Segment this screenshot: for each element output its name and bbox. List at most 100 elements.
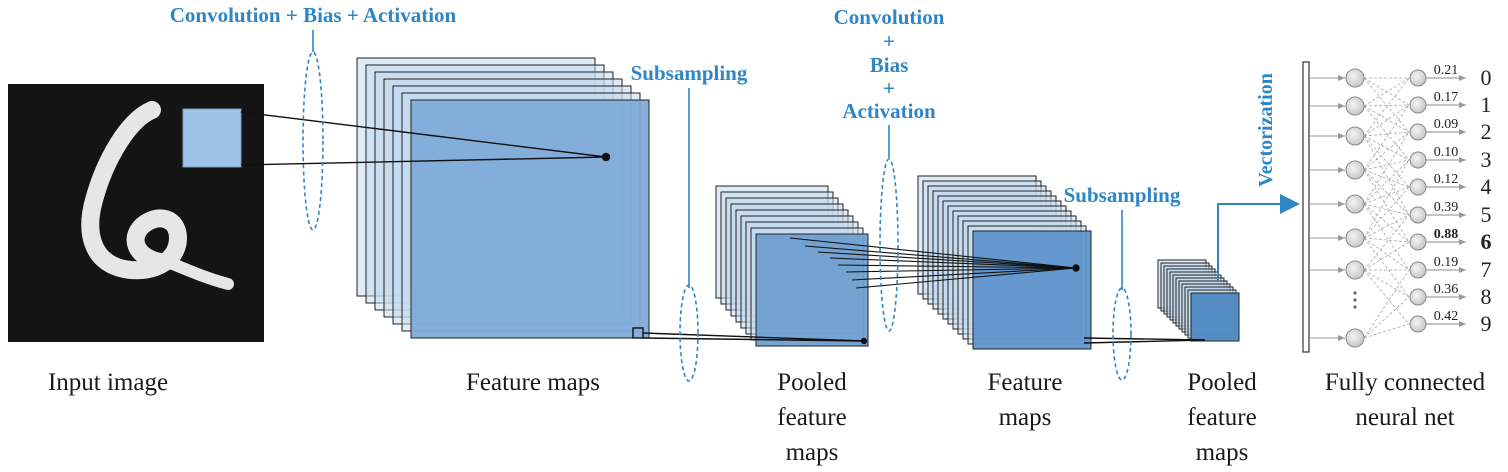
caption-feature-maps-2-line2: maps (999, 404, 1052, 431)
pooled-map-2-layer (1190, 292, 1240, 342)
output-digit-label: 4 (1481, 174, 1492, 199)
fc-output-node (1409, 123, 1427, 141)
caption-pooled-1-line3: maps (786, 439, 839, 466)
output-probability: 0.10 (1434, 145, 1459, 160)
fc-connection (1363, 131, 1410, 171)
caption-fc-line2: neural net (1355, 404, 1454, 431)
fc-connection (1363, 159, 1410, 239)
divider-2-ellipse (679, 284, 699, 382)
fc-connection (1363, 131, 1410, 205)
output-probability: 0.39 (1434, 200, 1459, 215)
caption-fc-line1: Fully connected (1325, 369, 1486, 396)
fc-connection (1363, 159, 1410, 205)
conv2-fan-line (851, 267, 1077, 281)
fc-connection (1363, 169, 1410, 243)
pool1-target-dot (860, 337, 868, 345)
pooled-map-1-layer (755, 233, 869, 347)
fc-output-node (1409, 151, 1427, 169)
fc-output-node (1409, 288, 1427, 306)
fc-connection (1363, 296, 1410, 339)
input-vector-bar (1302, 61, 1310, 353)
conv2-fan-line (855, 267, 1077, 289)
output-digit-label: 8 (1481, 284, 1492, 309)
label-convolution-2: Convolution (834, 5, 945, 29)
output-digit-label: 7 (1481, 257, 1492, 282)
pooled-maps-stack-1 (715, 185, 869, 347)
label-plus-2a: + (883, 29, 895, 53)
conv2-fan-line (789, 237, 1077, 269)
divider-1-ellipse (302, 51, 324, 231)
fc-output-node (1409, 178, 1427, 196)
fc-output-node (1409, 261, 1427, 279)
caption-pooled-2-line3: maps (1196, 439, 1249, 466)
pool2-line-top (1083, 337, 1206, 341)
fc-hidden-node (1345, 126, 1365, 146)
fc-hidden-node (1345, 228, 1365, 248)
fc-connection (1363, 241, 1410, 271)
fc-ellipsis-dot (1353, 305, 1357, 309)
caption-feature-maps-1: Feature maps (466, 369, 600, 396)
caption-pooled-2-line2: feature (1187, 404, 1256, 431)
feature-map-2-layer (972, 230, 1092, 350)
fc-connection (1363, 104, 1410, 107)
label-bias-2: Bias (870, 53, 909, 77)
fc-hidden-node (1345, 260, 1365, 280)
label-activation-2: Activation (842, 99, 936, 123)
label-subsampling-1: Subsampling (631, 61, 748, 85)
fc-connection (1363, 169, 1410, 216)
output-probability: 0.12 (1434, 172, 1459, 187)
feature-maps-stack-1 (356, 57, 650, 339)
output-digit-label: 0 (1481, 65, 1492, 90)
fc-connection (1363, 77, 1410, 107)
fc-connection (1363, 104, 1410, 171)
output-probability: 0.19 (1434, 255, 1459, 270)
fc-connection (1363, 77, 1410, 137)
fc-connection (1363, 269, 1410, 325)
divider-4-ellipse (1112, 287, 1132, 381)
fc-connection (1363, 237, 1410, 298)
fc-connection (1363, 105, 1410, 161)
fc-connection (1363, 77, 1410, 133)
fc-connection (1363, 269, 1410, 298)
conv1-target-dot (601, 152, 611, 162)
fc-connection (1363, 135, 1410, 216)
conv2-fan-line (817, 251, 1077, 269)
fc-hidden-node (1345, 160, 1365, 180)
fc-output-node (1409, 69, 1427, 87)
conv1-line-bottom (240, 156, 607, 166)
feature-map-1-layer (410, 99, 650, 339)
input-image (8, 84, 264, 342)
fc-ellipsis-dot (1353, 291, 1357, 295)
fc-connection (1363, 269, 1410, 339)
fc-connection (1363, 135, 1410, 188)
receptive-field-patch (182, 108, 242, 168)
caption-pooled-1-line1: Pooled (777, 369, 847, 396)
fc-connection (1363, 186, 1410, 239)
conv2-fan-line (845, 267, 1077, 273)
output-digit-label: 5 (1481, 202, 1492, 227)
fc-hidden-node (1345, 68, 1365, 88)
fc-connection (1363, 131, 1410, 137)
output-digit-label: 9 (1481, 311, 1492, 336)
fc-connection (1363, 104, 1410, 137)
fc-output-node (1409, 206, 1427, 224)
fc-connection (1363, 105, 1410, 133)
conv2-connection-fan (789, 237, 1077, 289)
conv2-fan-line (829, 257, 1077, 269)
vectorization-arrow (1217, 194, 1300, 280)
fc-connection (1363, 169, 1410, 188)
handwritten-digit-six (81, 101, 234, 290)
fc-connection (1363, 214, 1410, 271)
fc-connection (1363, 214, 1410, 239)
output-digit-label: 3 (1481, 147, 1492, 172)
fc-connection (1363, 203, 1410, 216)
conv1-line-top (240, 111, 607, 158)
output-probability: 0.17 (1434, 90, 1459, 105)
label-vectorization: Vectorization (1255, 73, 1277, 187)
label-subsampling-2: Subsampling (1064, 183, 1181, 207)
output-probability: 0.88 (1434, 227, 1459, 242)
fc-connection (1363, 323, 1410, 339)
pooled-maps-stack-2 (1157, 259, 1240, 342)
